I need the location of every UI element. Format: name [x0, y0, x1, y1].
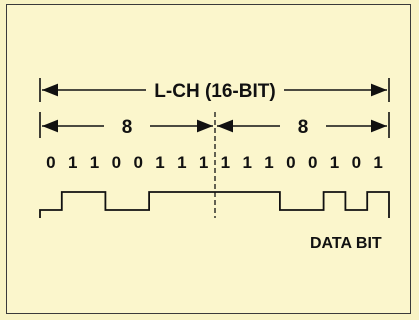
- bit-value: 1: [68, 153, 77, 172]
- bit-value: 0: [133, 153, 142, 172]
- bit-value: 1: [373, 153, 382, 172]
- bit-value: 1: [242, 153, 251, 172]
- data-waveform: [39, 191, 390, 218]
- bit-value: 0: [286, 153, 295, 172]
- bit-value: 0: [46, 153, 55, 172]
- bit-value: 0: [308, 153, 317, 172]
- waveform-label: DATA BIT: [310, 235, 382, 252]
- bit-value: 1: [90, 153, 99, 172]
- diagram-frame: [6, 4, 411, 314]
- half-label-2: 8: [298, 117, 309, 138]
- bit-value: 0: [112, 153, 121, 172]
- bit-value: 1: [330, 153, 339, 172]
- half-label-1: 8: [122, 117, 133, 138]
- bit-value: 1: [199, 153, 208, 172]
- bit-value: 1: [177, 153, 186, 172]
- header-label: L-CH (16-BIT): [154, 81, 275, 102]
- bit-value: 1: [264, 153, 273, 172]
- bit-value: 1: [155, 153, 164, 172]
- bit-value: 1: [221, 153, 230, 172]
- bit-value: 0: [352, 153, 361, 172]
